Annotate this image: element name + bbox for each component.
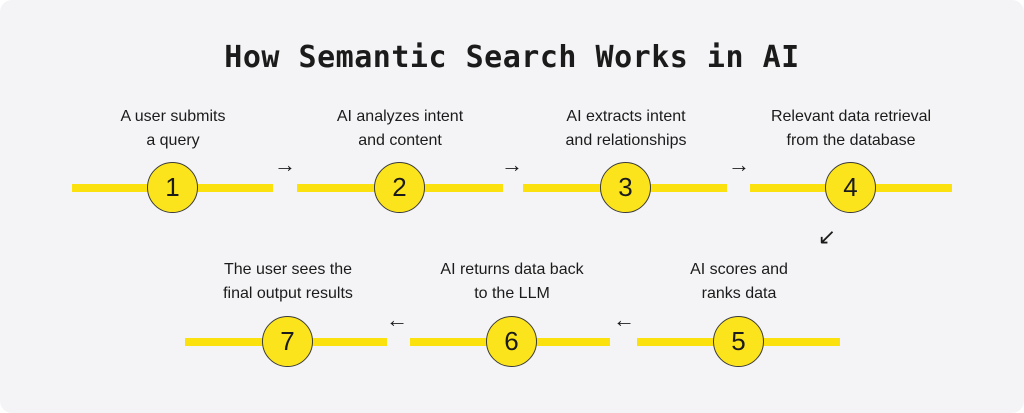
flow-arrow-down-left-icon: ↙ [817, 224, 837, 249]
step-6-label-line2: to the LLM [474, 285, 550, 302]
step-3-label-line2: and relationships [565, 132, 687, 149]
step-6-label: AI returns data back to the LLM [382, 258, 642, 306]
flow-arrow-left-icon: ← [613, 307, 635, 332]
step-2-label-line1: AI analyzes intent [336, 108, 464, 125]
step-3-number: 3 [618, 172, 633, 202]
step-3-label: AI extracts intent and relationships [496, 105, 756, 153]
step-5-number: 5 [731, 326, 746, 356]
step-4-label-line2: from the database [786, 132, 916, 149]
step-1-circle: 1 [147, 162, 198, 213]
step-1-label: A user submits a query [43, 105, 303, 153]
step-2-number: 2 [392, 172, 407, 202]
flow-arrow-right-icon: → [274, 152, 296, 177]
step-2-circle: 2 [374, 162, 425, 213]
step-5-label: AI scores and ranks data [609, 258, 869, 306]
step-6-circle: 6 [486, 316, 537, 367]
flow-arrow-right-icon: → [728, 152, 750, 177]
step-7-circle: 7 [262, 316, 313, 367]
step-7-label: The user sees the final output results [158, 258, 418, 306]
step-4-number: 4 [843, 172, 858, 202]
flow-arrow-left-icon: ← [386, 307, 408, 332]
step-4-label-line1: Relevant data retrieval [770, 108, 932, 125]
step-7-number: 7 [280, 326, 295, 356]
step-6-number: 6 [504, 326, 519, 356]
step-4-circle: 4 [825, 162, 876, 213]
step-4-label: Relevant data retrieval from the databas… [721, 105, 981, 153]
step-3-circle: 3 [600, 162, 651, 213]
step-6-label-line1: AI returns data back [440, 261, 584, 278]
step-2-label: AI analyzes intent and content [270, 105, 530, 153]
step-3-label-line1: AI extracts intent [566, 108, 686, 125]
diagram-title: How Semantic Search Works in AI [224, 40, 800, 75]
step-1-number: 1 [165, 172, 180, 202]
step-7-label-line2: final output results [223, 285, 353, 302]
step-7-label-line1: The user sees the [223, 261, 353, 278]
step-5-circle: 5 [713, 316, 764, 367]
step-2-label-line2: and content [358, 132, 442, 149]
step-5-label-line2: ranks data [701, 285, 777, 302]
step-1-label-line1: A user submits [120, 108, 226, 125]
flow-arrow-right-icon: → [501, 152, 523, 177]
step-5-label-line1: AI scores and [690, 261, 788, 278]
step-1-label-line2: a query [146, 132, 200, 149]
